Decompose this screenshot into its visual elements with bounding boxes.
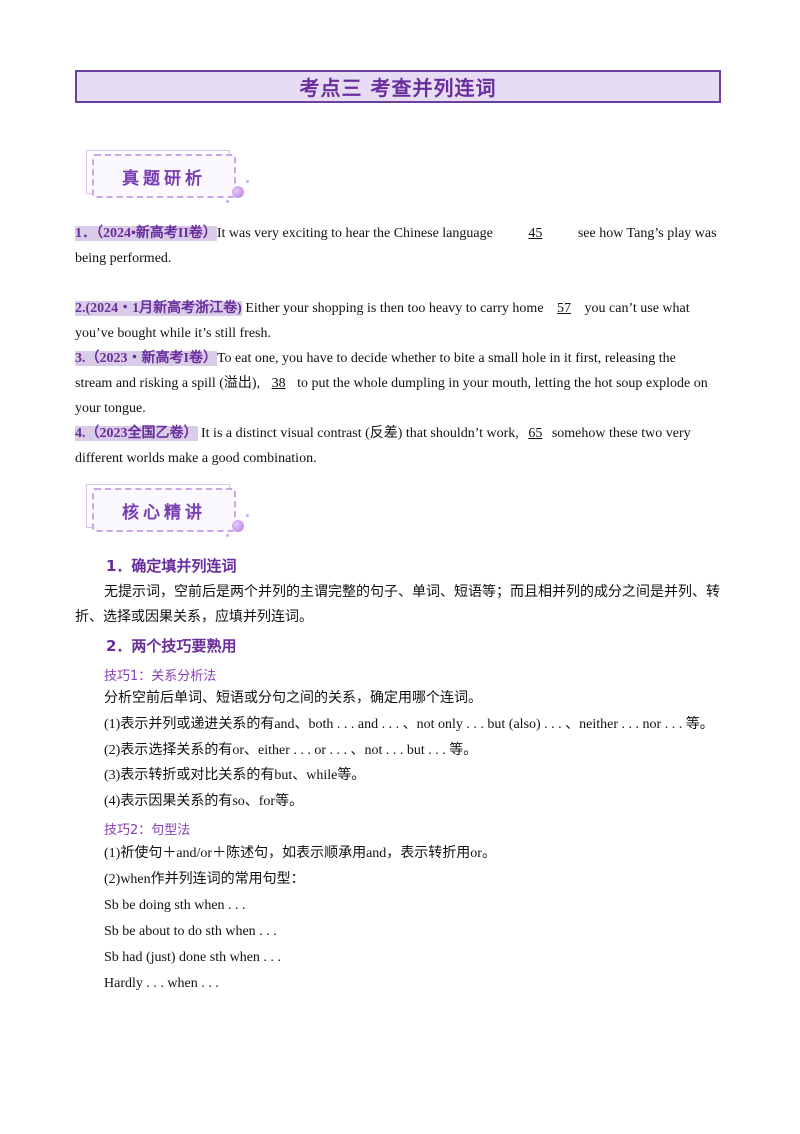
badge-zhenti: 真题研析 <box>86 150 249 206</box>
question-1-text-b: see how Tang’s play was <box>574 226 717 241</box>
skill-1-item-2: (2)表示选择关系的有or、either . . . or . . . 、not… <box>104 743 478 758</box>
question-3-blank: 38 <box>271 376 286 391</box>
skill-2-heading: 技巧2：句型法 <box>104 823 191 838</box>
skill-1-item-3: (3)表示转折或对比关系的有but、while等。 <box>104 768 366 783</box>
question-2-text-a: Either your shopping is then too heavy t… <box>241 301 548 316</box>
decor-dot-icon <box>232 520 244 532</box>
question-4-text-c: different worlds make a good combination… <box>75 451 317 466</box>
skill-2-item-6: Hardly . . . when . . . <box>104 976 219 991</box>
page-title: 考点三 考查并列连词 <box>299 76 497 100</box>
question-1-text-c: being performed. <box>75 251 172 266</box>
question-1-text-a: It was very exciting to hear the Chinese… <box>216 226 497 241</box>
section-1-line2: 折、选择或因果关系，应填并列连词。 <box>75 610 313 625</box>
skill-1-intro: 分析空前后单词、短语或分句之间的关系，确定用哪个连词。 <box>104 691 482 706</box>
question-3-text-b: stream and risking a spill (溢出), <box>75 376 264 391</box>
skill-1-item-4: (4)表示因果关系的有so、for等。 <box>104 794 304 809</box>
question-1: 1．（2024•新高考II卷）It was very exciting to h… <box>75 221 725 271</box>
skill-2-item-5: Sb had (just) done sth when . . . <box>104 950 281 965</box>
title-box: 考点三 考查并列连词 <box>75 70 721 103</box>
question-1-blank: 45 <box>528 226 543 241</box>
question-2-text-c: you’ve bought while it’s still fresh. <box>75 326 271 341</box>
skill-1-heading: 技巧1：关系分析法 <box>104 669 217 684</box>
section-1-heading: 1．确定填并列连词 <box>106 557 237 575</box>
badge-hexin-label: 核心精讲 <box>122 502 206 523</box>
question-2-blank: 57 <box>557 301 572 316</box>
question-3-text-c: to put the whole dumpling in your mouth,… <box>293 376 708 391</box>
question-4-text-b: somehow these two very <box>548 426 691 441</box>
decor-dot-icon <box>232 186 244 198</box>
badge-zhenti-label: 真题研析 <box>122 168 206 189</box>
skill-1-item-1: (1)表示并列或递进关系的有and、both . . . and . . . 、… <box>104 717 714 732</box>
question-3-text-a: To eat one, you have to decide whether t… <box>216 351 676 366</box>
question-3-tag: 3.（2023・新高考I卷） <box>75 351 217 366</box>
skill-2-item-1: (1)祈使句＋and/or＋陈述句，如表示顺承用and，表示转折用or。 <box>104 846 496 861</box>
skill-2-item-3: Sb be doing sth when . . . <box>104 898 246 913</box>
question-4-text-a: It is a distinct visual contrast (反差) th… <box>197 426 523 441</box>
question-3: 3.（2023・新高考I卷）To eat one, you have to de… <box>75 346 725 421</box>
question-2-text-b: you can’t use what <box>581 301 690 316</box>
badge-hexin: 核心精讲 <box>86 484 249 540</box>
section-2-heading: 2．两个技巧要熟用 <box>106 637 237 655</box>
question-2-tag: 2.(2024・1月新高考浙江卷) <box>75 301 242 316</box>
question-3-text-d: your tongue. <box>75 401 146 416</box>
question-4-blank: 65 <box>528 426 543 441</box>
question-2: 2.(2024・1月新高考浙江卷) Either your shopping i… <box>75 296 725 346</box>
skill-2-item-2: (2)when作并列连词的常用句型： <box>104 872 305 887</box>
question-4: 4.（2023全国乙卷） It is a distinct visual con… <box>75 421 725 471</box>
section-1-line1: 无提示词，空前后是两个并列的主谓完整的句子、单词、短语等；而且相并列的成分之间是… <box>104 585 720 600</box>
question-4-tag: 4.（2023全国乙卷） <box>75 426 198 441</box>
skill-2-item-4: Sb be about to do sth when . . . <box>104 924 277 939</box>
question-1-tag: 1．（2024•新高考II卷） <box>75 226 217 241</box>
